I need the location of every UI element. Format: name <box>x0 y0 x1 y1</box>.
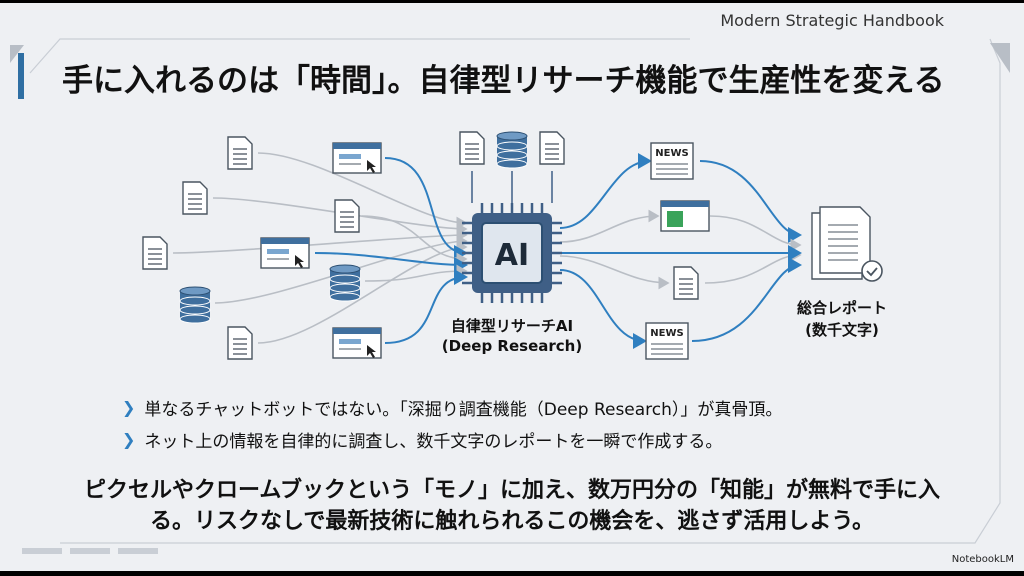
document-icon <box>227 326 253 360</box>
summary-line: ピクセルやクロームブックという「モノ」に加え、数万円分の「知能」が無料で手に入 <box>83 478 941 503</box>
bullet-item: ❯ 単なるチャットボットではない。「深掘り調査機能（Deep Research）」… <box>122 391 782 423</box>
connector-arrow <box>361 215 468 266</box>
bullet-text: ネット上の情報を自律的に調査し、数千文字のレポートを一瞬で作成する。 <box>144 431 723 452</box>
webpage-icon <box>660 200 710 232</box>
slide: Modern Strategic Handbook 手に入れるのは「時間」。自律… <box>0 3 1024 571</box>
document-icon <box>539 131 565 165</box>
newspaper-icon: NEWS <box>650 142 694 180</box>
database-icon <box>496 131 528 169</box>
bullet-item: ❯ ネット上の情報を自律的に調査し、数千文字のレポートを一瞬で作成する。 <box>122 423 782 455</box>
bullet-list: ❯ 単なるチャットボットではない。「深掘り調査機能（Deep Research）」… <box>122 391 782 455</box>
brand-text: Modern Strategic Handbook <box>720 11 944 30</box>
browser-icon <box>332 327 382 359</box>
connector-arrow <box>559 269 647 349</box>
notebooklm-watermark: NotebookLM <box>951 554 1014 565</box>
chevron-right-icon: ❯ <box>122 429 136 449</box>
database-icon <box>329 264 361 302</box>
connector-arrow <box>559 209 660 243</box>
connector-arrow <box>709 215 802 252</box>
connector-arrow <box>314 252 468 273</box>
connector-arrow <box>559 255 670 290</box>
output-sublabel: (数千文字) <box>805 321 879 339</box>
document-icon <box>459 131 485 165</box>
report-document-icon <box>811 206 883 282</box>
database-icon <box>179 286 211 324</box>
document-icon <box>334 199 360 233</box>
connector-arrow <box>691 257 802 342</box>
connector-arrow <box>364 264 468 282</box>
page-title: 手に入れるのは「時間」。自律型リサーチ機能で生産性を変える <box>62 63 945 99</box>
bullet-text: 単なるチャットボットではない。「深掘り調査機能（Deep Research）」が… <box>144 399 783 420</box>
connector-arrow <box>704 248 802 284</box>
document-icon <box>227 136 253 170</box>
connector-arrow <box>257 240 468 344</box>
news-label: NEWS <box>650 328 683 339</box>
news-label: NEWS <box>655 148 688 159</box>
browser-icon <box>332 142 382 174</box>
document-icon <box>673 266 699 300</box>
title-accent-bar <box>18 53 24 99</box>
connector-arrow <box>172 228 468 254</box>
connector-arrow <box>257 152 468 230</box>
summary-text: ピクセルやクロームブックという「モノ」に加え、数万円分の「知能」が無料で手に入 … <box>0 475 1024 537</box>
research-flow-diagram: NEWS NEWS AI <box>142 131 883 360</box>
connector-arrow <box>699 160 802 243</box>
chevron-right-icon: ❯ <box>122 397 136 417</box>
document-icon <box>142 236 168 270</box>
connector-arrow <box>384 157 468 261</box>
chip-label: AI <box>495 238 529 273</box>
connector-arrow <box>559 153 652 229</box>
connector-arrow <box>384 269 468 344</box>
center-sublabel: (Deep Research) <box>441 337 583 355</box>
newspaper-icon: NEWS <box>645 322 689 360</box>
output-label: 総合レポート <box>796 299 888 317</box>
summary-line: る。リスクなしで最新技術に触れられるこの機会を、逃さず活用しよう。 <box>149 509 875 534</box>
ai-chip-icon: AI <box>462 203 562 303</box>
decorative-frame <box>10 38 1010 554</box>
browser-icon <box>260 237 310 269</box>
document-icon <box>182 181 208 215</box>
center-label: 自律型リサーチAI <box>450 317 574 335</box>
